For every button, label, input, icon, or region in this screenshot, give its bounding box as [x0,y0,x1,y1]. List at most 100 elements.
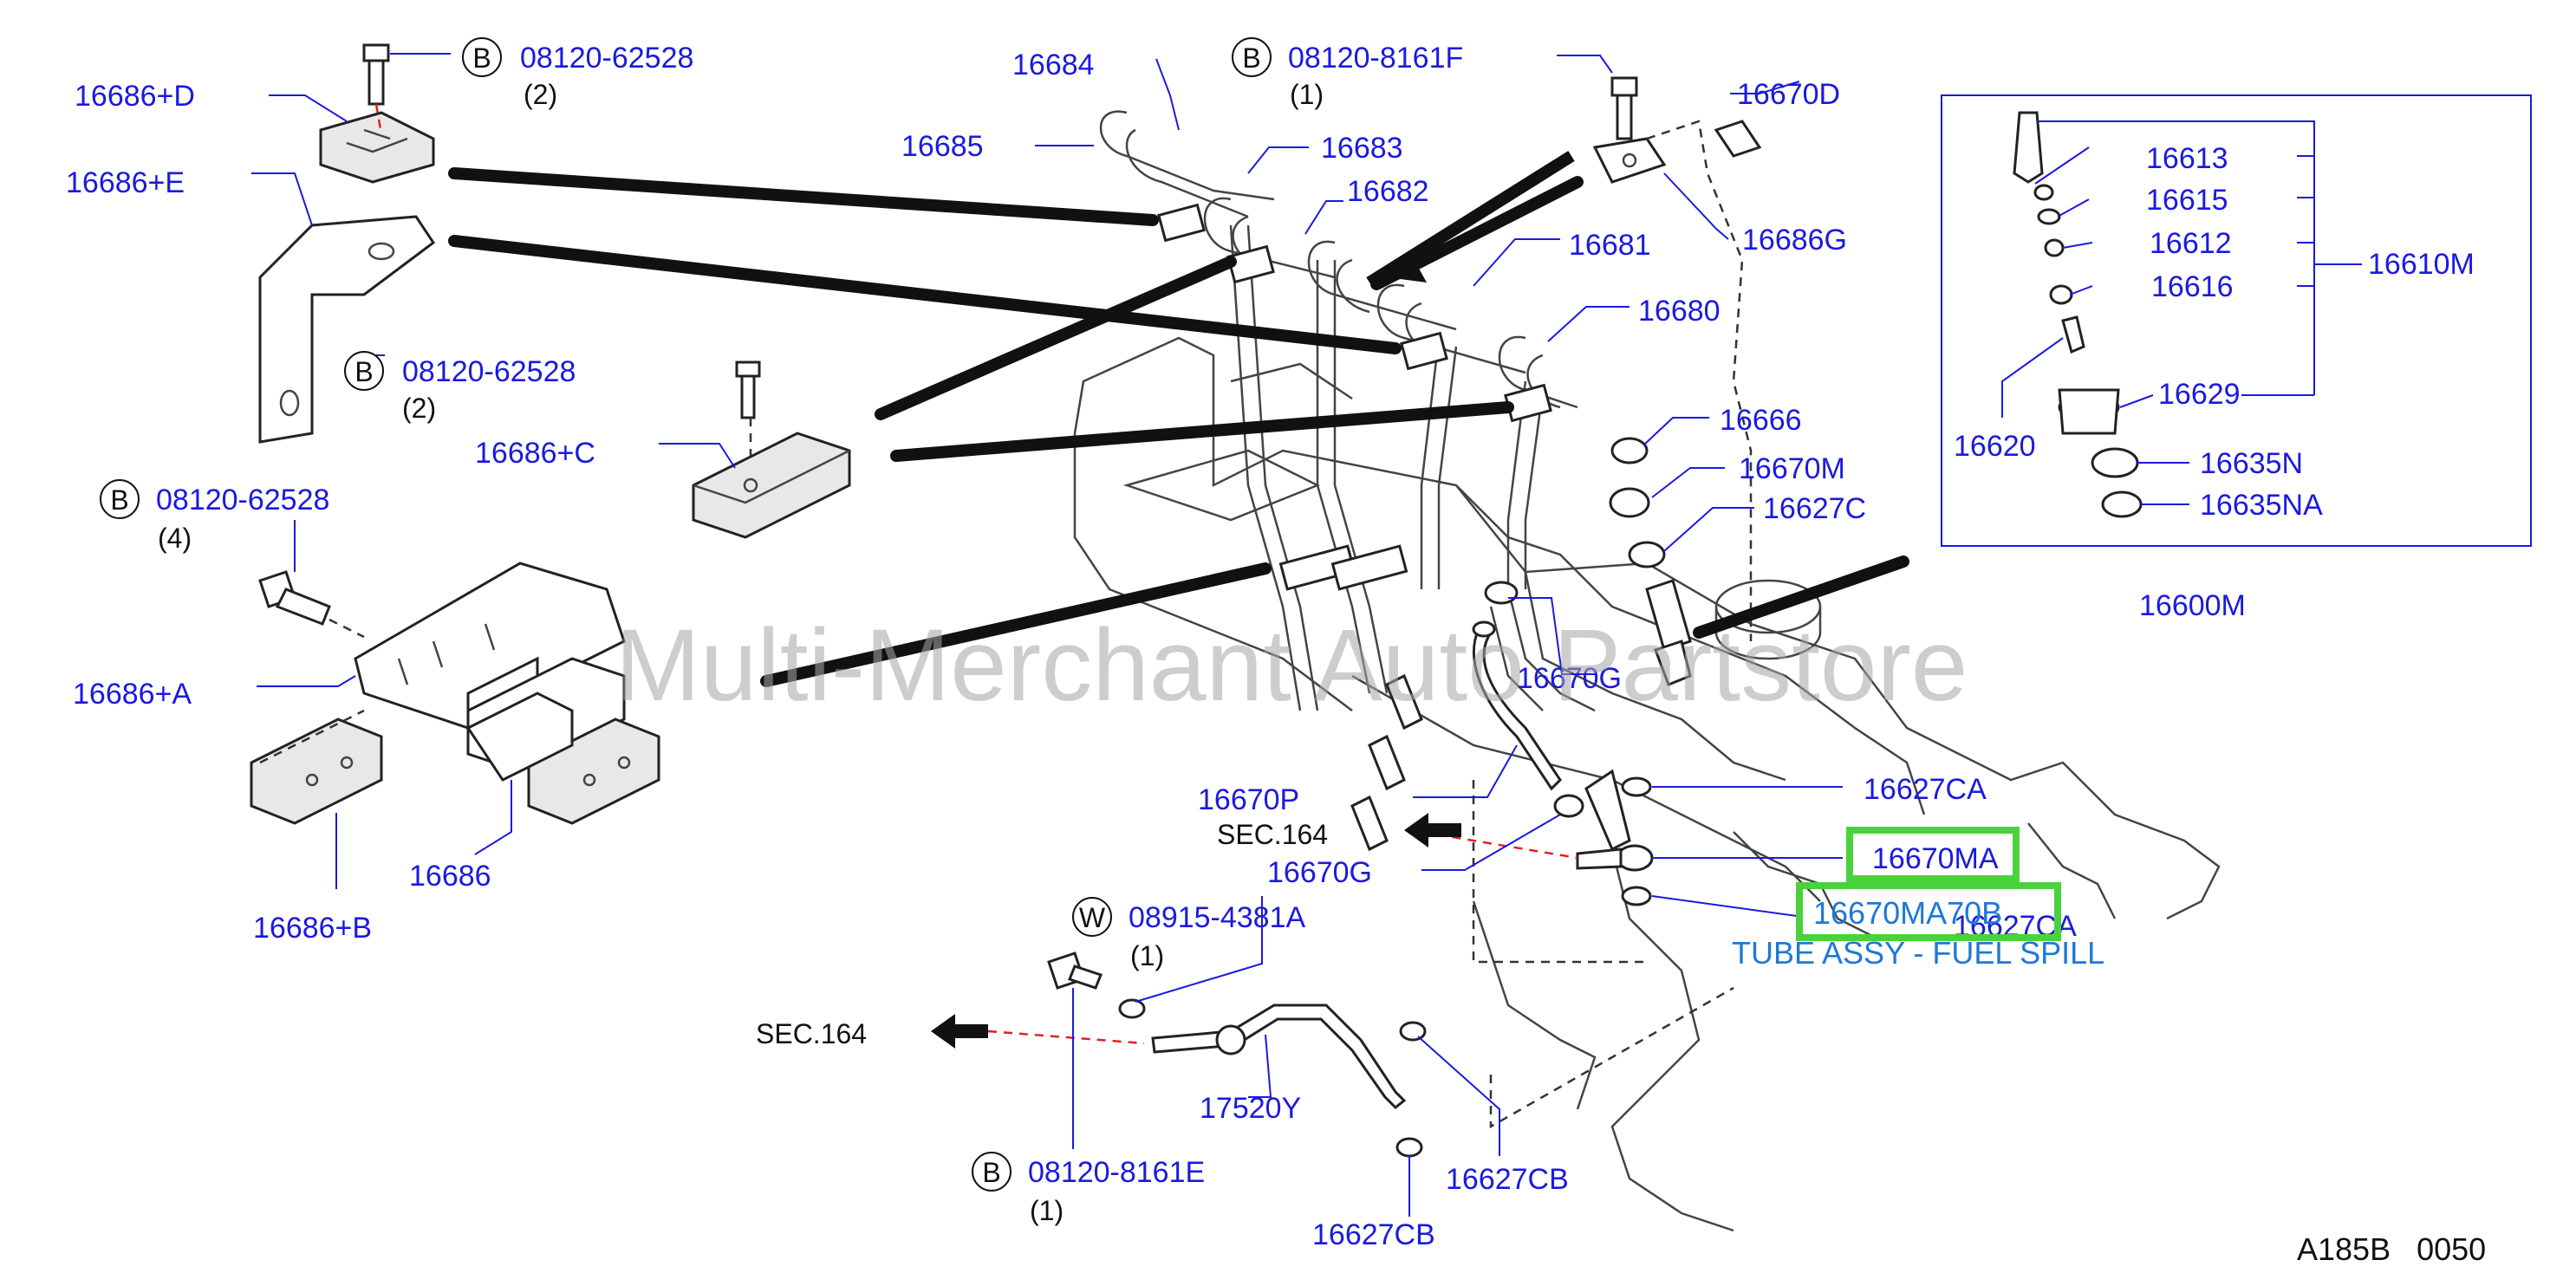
part-label-17520Y[interactable]: 17520Y [1200,1092,1301,1125]
part-label-16635NA[interactable]: 16635NA [2200,489,2323,522]
washer-16627CA-bottom [1621,886,1652,906]
part-label-16686D[interactable]: 16686+D [75,80,195,113]
part-label-16670MA[interactable]: 16670MA [1872,842,1999,875]
part-label-16685[interactable]: 16685 [901,130,984,163]
engine-block-outline [1073,336,2221,1232]
bolt-08120-8161E [1047,952,1103,990]
part-label-16627CB-upper[interactable]: 16627CB [1446,1163,1569,1196]
washer-qty: (1) [1130,940,1164,971]
section-ref-lower[interactable]: SEC.164 [756,1018,867,1049]
leader-lines [251,53,2189,1217]
bolt-callout-b4: B 08120-8161F (1) [1232,37,1463,110]
bolt-letter: B [355,356,373,387]
bolt-callout-b1: B 08120-62528 (2) [462,37,693,110]
seal-16627CB-bottom [1395,1137,1423,1158]
washer-letter: W [1079,902,1106,933]
seal-16627C [1628,541,1666,568]
seal-16627CB-top [1399,1021,1427,1042]
selected-part-number[interactable]: 16670MA70B [1813,895,2002,931]
bolt-16686G [1610,76,1638,140]
bolt-part-number[interactable]: 08120-8161F [1288,42,1463,75]
bolt-part-number[interactable]: 08120-62528 [520,42,693,75]
bolt-lower-left [258,570,331,626]
part-label-16615[interactable]: 16615 [2146,184,2228,217]
part-label-16620[interactable]: 16620 [1954,430,2036,463]
bolt-letter: B [472,42,491,74]
part-label-16681[interactable]: 16681 [1569,229,1651,262]
clamp-16686G [1592,137,1667,184]
part-label-16670G-lower[interactable]: 16670G [1267,856,1372,889]
part-label-16686G[interactable]: 16686G [1742,224,1847,257]
bolt-qty: (4) [158,523,192,554]
clamp-16686 [465,692,660,825]
part-label-16684[interactable]: 16684 [1012,49,1095,81]
part-label-16670P[interactable]: 16670P [1198,783,1299,816]
part-label-16686E[interactable]: 16686+E [66,166,185,199]
bolt-qty: (1) [1030,1195,1064,1226]
pipe-17520Y [1151,1003,1407,1110]
bolt-part-number[interactable]: 08120-8161E [1028,1156,1205,1189]
washer-16666 [1610,437,1649,464]
diagram-code: A185B 0050 [2297,1231,2486,1267]
clip-16670G-bottom [1553,794,1584,818]
bolt-qty: (1) [1290,79,1324,110]
part-label-16610M[interactable]: 16610M [2368,248,2475,281]
bolt-part-number[interactable]: 08120-62528 [156,484,329,516]
injector-assembly [1645,579,1692,686]
plug-16670D [1714,120,1762,158]
part-label-16682[interactable]: 16682 [1347,175,1429,208]
washer-16670M [1609,487,1650,518]
clip-16670G-top [1484,581,1519,605]
washer-08915 [1118,998,1146,1019]
part-label-16600M[interactable]: 16600M [2139,589,2246,622]
bolt-callout-b5: B 08120-8161E (1) [972,1152,1205,1226]
clamp-16686D [319,111,435,184]
part-label-16686C[interactable]: 16686+C [475,437,595,470]
part-label-16686A[interactable]: 16686+A [73,678,192,711]
watermark-text: Multi-Merchant Auto Partstore [615,608,1968,723]
part-label-16683[interactable]: 16683 [1321,132,1403,165]
part-label-16627C[interactable]: 16627C [1763,492,1866,525]
injection-pipe-assembly [1099,110,1596,852]
selected-part-name: TUBE ASSY - FUEL SPILL [1732,935,2104,971]
part-label-16616[interactable]: 16616 [2151,270,2234,303]
part-label-16613[interactable]: 16613 [2146,142,2228,175]
part-label-16627CB-lower[interactable]: 16627CB [1312,1218,1435,1251]
part-label-16635N[interactable]: 16635N [2200,447,2303,480]
sec-arrow-lower [931,1014,988,1049]
bolt-qty: (2) [524,79,557,110]
bracket-16686E [258,215,436,444]
bolt-top-left [362,43,390,106]
part-label-16612[interactable]: 16612 [2150,227,2232,260]
part-label-16686B[interactable]: 16686+B [253,912,372,945]
pointer-arrows [448,151,1909,687]
bolt-letter: B [982,1157,1000,1188]
washer-callout-w1: W 08915-4381A (1) [1072,897,1306,971]
clamp-16686C [692,432,851,539]
sec-arrow-upper [1404,813,1461,848]
part-label-16627CA-upper[interactable]: 16627CA [1864,773,1987,806]
banjo-16670MA [1576,769,1654,872]
part-label-16670D[interactable]: 16670D [1737,78,1840,111]
part-label-16680[interactable]: 16680 [1638,295,1721,328]
bolt-letter: B [1242,42,1260,74]
part-label-16666[interactable]: 16666 [1720,404,1802,437]
highlight-box-selected [1796,882,2061,941]
washer-16627CA-top [1621,776,1652,797]
bolt-part-number[interactable]: 08120-62528 [402,355,576,388]
part-label-16670G-upper[interactable]: 16670G [1517,662,1622,695]
clamp-16686B [250,718,383,825]
highlight-box-16670MA [1846,827,2020,882]
bolt-letter: B [110,484,128,516]
washer-part-number[interactable]: 08915-4381A [1129,901,1306,934]
part-label-16629[interactable]: 16629 [2158,378,2241,411]
bolt-mid-left [735,360,761,419]
bolt-callout-b2: B 08120-62528 (2) [344,351,576,424]
hose-16670P [1472,620,1562,791]
bolt-callout-b3: B 08120-62528 (4) [100,479,329,554]
part-labels: 16686+D 16686+E 16686+C 16686+A 16686+B … [66,49,2475,1251]
part-label-16686[interactable]: 16686 [409,860,491,893]
part-label-16670M[interactable]: 16670M [1739,452,1845,485]
section-ref-upper[interactable]: SEC.164 [1217,819,1328,850]
